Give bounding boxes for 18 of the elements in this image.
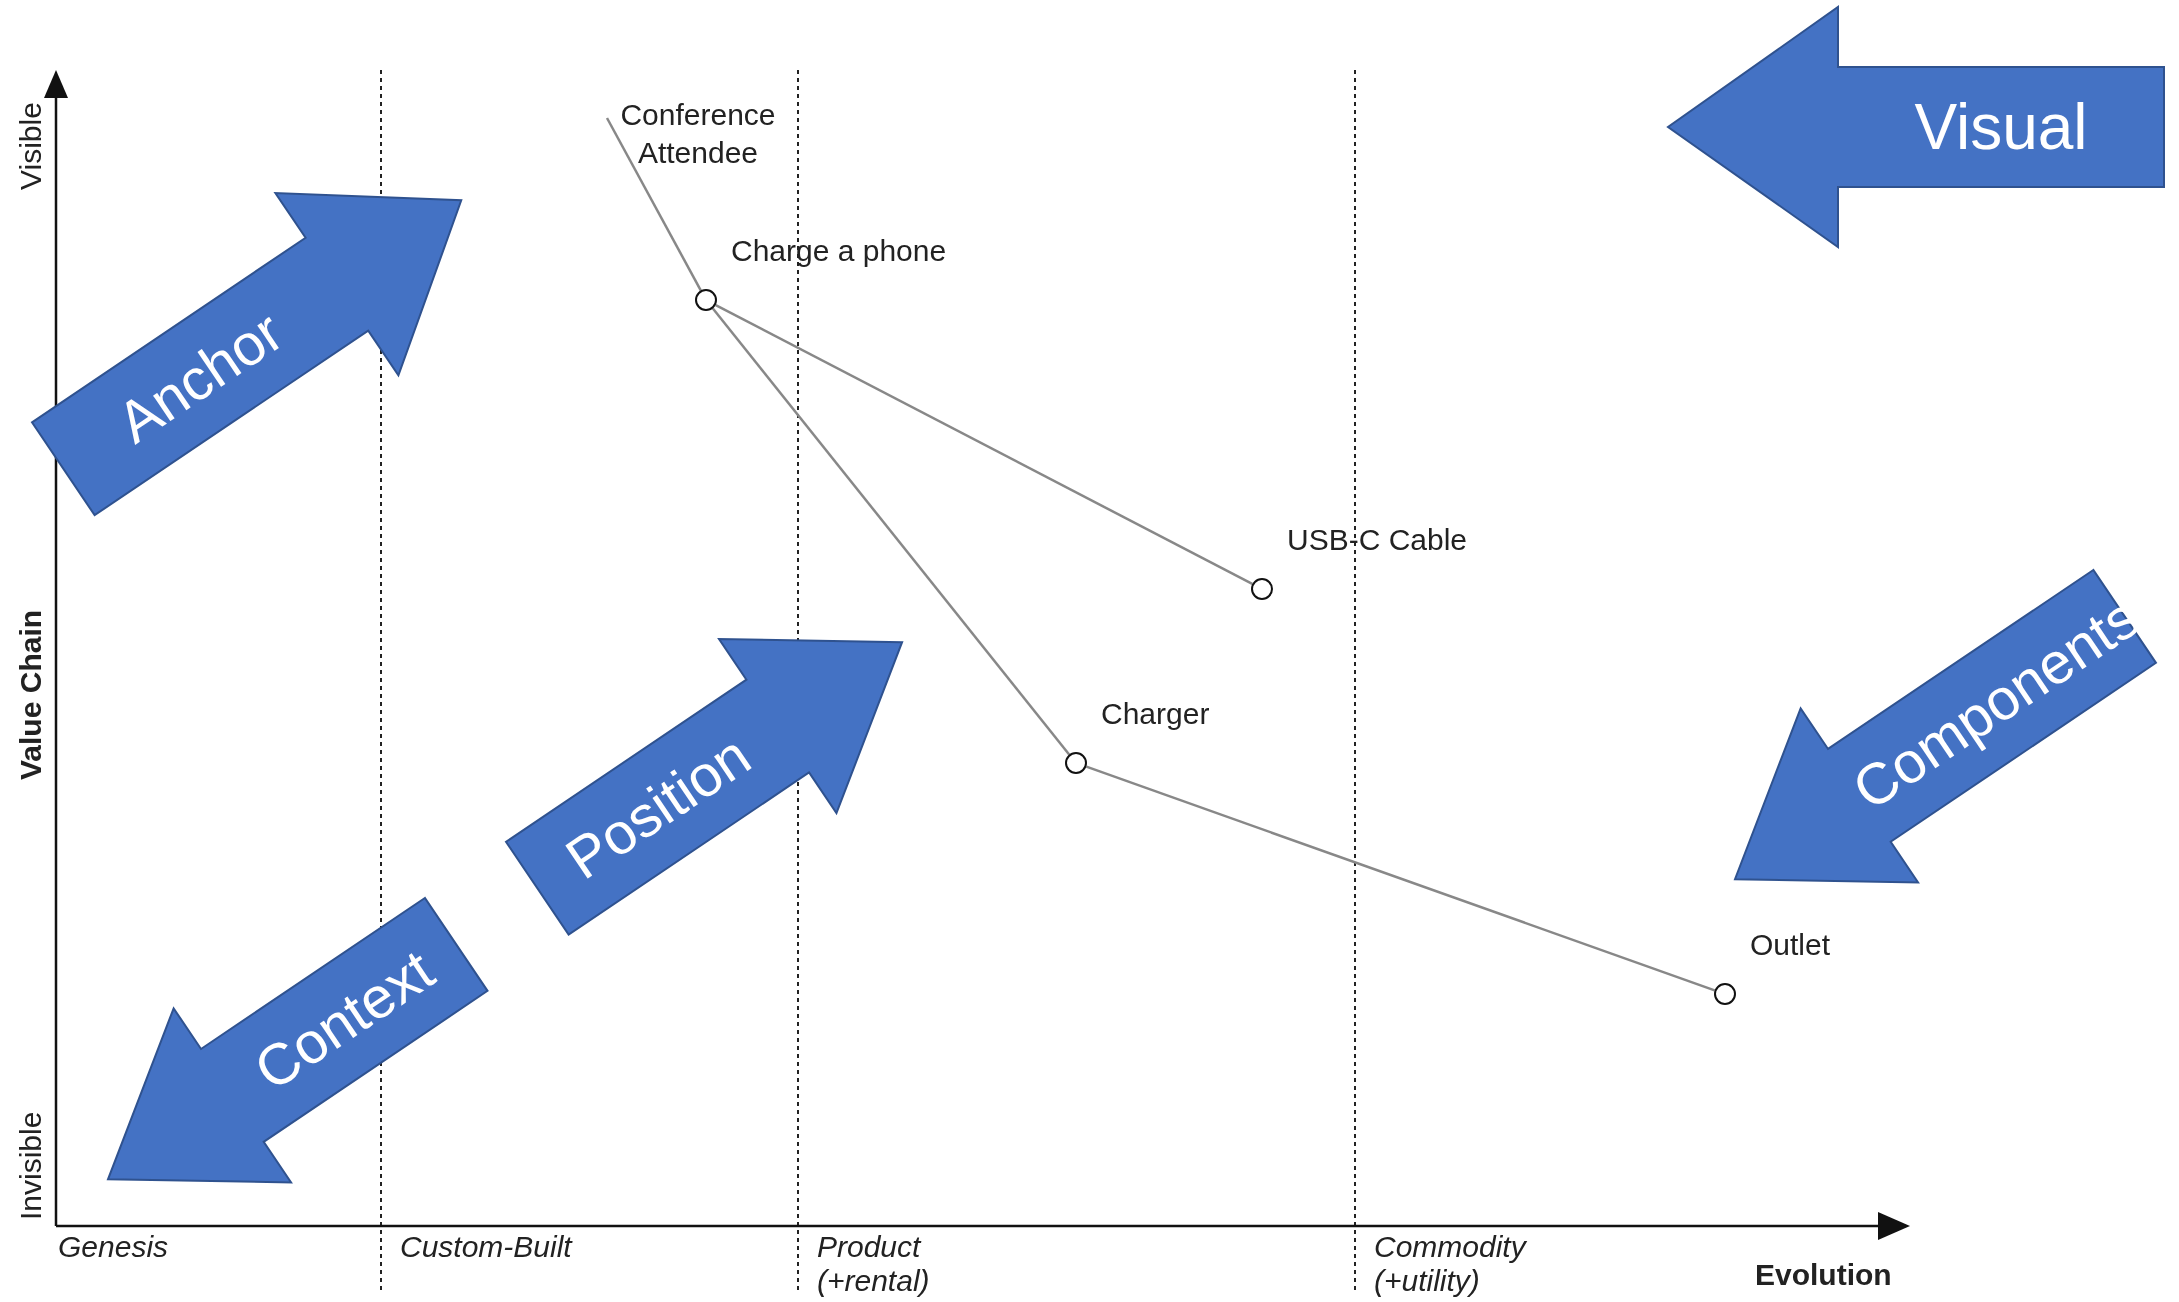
connector-line <box>605 117 702 291</box>
component-label: USB-C Cable <box>1287 523 1468 557</box>
connector-line <box>711 307 1071 756</box>
connector-line <box>715 303 1253 586</box>
axis-label: Evolution <box>1755 1258 1892 1292</box>
axis-label: Commodity (+utility) <box>1374 1230 1528 1298</box>
component-label: Charge a phone <box>731 234 947 268</box>
anchor-label: Conference Attendee <box>598 96 798 172</box>
axis-label: Invisible <box>14 1111 48 1220</box>
axis-label: Visible <box>14 102 48 190</box>
block-arrow: Visual <box>1668 7 2164 247</box>
axis-label: Custom-Built <box>400 1230 574 1264</box>
component-label: Charger <box>1101 697 1210 731</box>
connector-line <box>1085 765 1716 992</box>
component-label: Outlet <box>1750 928 1831 962</box>
axis-label: Value Chain <box>14 609 48 780</box>
axis-label: Product (+rental) <box>817 1230 931 1298</box>
axis-label: Genesis <box>58 1230 170 1264</box>
